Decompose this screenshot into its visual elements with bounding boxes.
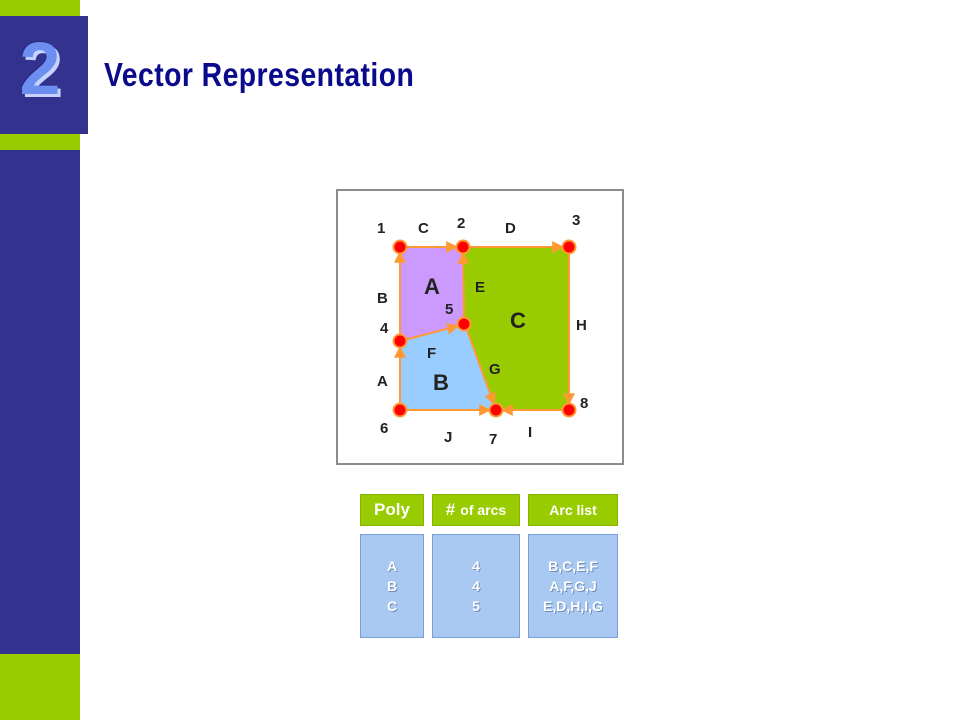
slide-number: 2 [19, 27, 61, 110]
header-count-label: of arcs [460, 502, 507, 518]
arc-label-c: C [418, 220, 429, 237]
node-label-7: 7 [489, 431, 497, 448]
arc-g [466, 329, 496, 406]
node-5 [456, 316, 472, 332]
arc-list-cell: E,D,H,I,G [543, 598, 603, 614]
arc-label-d: D [505, 220, 516, 237]
node-label-1: 1 [377, 220, 385, 237]
header-arc-count: # of arcs [432, 494, 520, 526]
header-arc-list: Arc list [528, 494, 618, 526]
arc-label-f: F [427, 345, 436, 362]
node-label-5: 5 [445, 301, 453, 318]
node-label-4: 4 [380, 320, 389, 337]
column-poly: A B C [360, 534, 424, 638]
polygon-label-a: A [424, 274, 440, 299]
node-label-3: 3 [572, 212, 580, 229]
poly-cell: C [386, 598, 398, 614]
node-6 [392, 402, 408, 418]
slide-title: Vector Representation [104, 56, 415, 93]
node-label-2: 2 [457, 215, 465, 232]
arc-label-g: G [489, 361, 501, 378]
arc-f [403, 322, 460, 341]
arc-label-e: E [475, 279, 485, 296]
node-1 [392, 239, 408, 255]
arc-label-h: H [576, 317, 587, 334]
poly-cell: B [386, 578, 398, 594]
header-poly: Poly [360, 494, 424, 526]
arc-label-i: I [528, 424, 532, 441]
sidebar-accent-top [0, 0, 80, 16]
column-arc-list: B,C,E,F A,F,G,J E,D,H,I,G [528, 534, 618, 638]
arc-label-a: A [377, 373, 388, 390]
node-3 [561, 239, 577, 255]
node-8 [561, 402, 577, 418]
header-count-hash: # [445, 500, 456, 519]
arc-count-cell: 4 [472, 578, 480, 594]
arc-list-cell: A,F,G,J [549, 578, 597, 594]
column-arc-count: 4 4 5 [432, 534, 520, 638]
node-7 [488, 402, 504, 418]
arc-label-b: B [377, 290, 388, 307]
arc-count-cell: 5 [472, 598, 480, 614]
node-label-8: 8 [580, 395, 588, 412]
slide-number-accent [0, 134, 80, 150]
arc-e [457, 251, 470, 319]
node-label-6: 6 [380, 420, 388, 437]
arc-list-cell: B,C,E,F [548, 558, 598, 574]
poly-cell: A [386, 558, 398, 574]
slide-number-box [0, 16, 88, 134]
polygon-label-c: C [510, 308, 526, 333]
node-2 [455, 239, 471, 255]
polygon-c [463, 247, 569, 410]
arc-count-cell: 4 [472, 558, 480, 574]
polygon-label-b: B [433, 370, 449, 395]
arc-label-j: J [444, 429, 452, 446]
node-4 [392, 333, 408, 349]
polygon-a [400, 247, 464, 341]
sidebar-accent-bottom [0, 654, 80, 720]
